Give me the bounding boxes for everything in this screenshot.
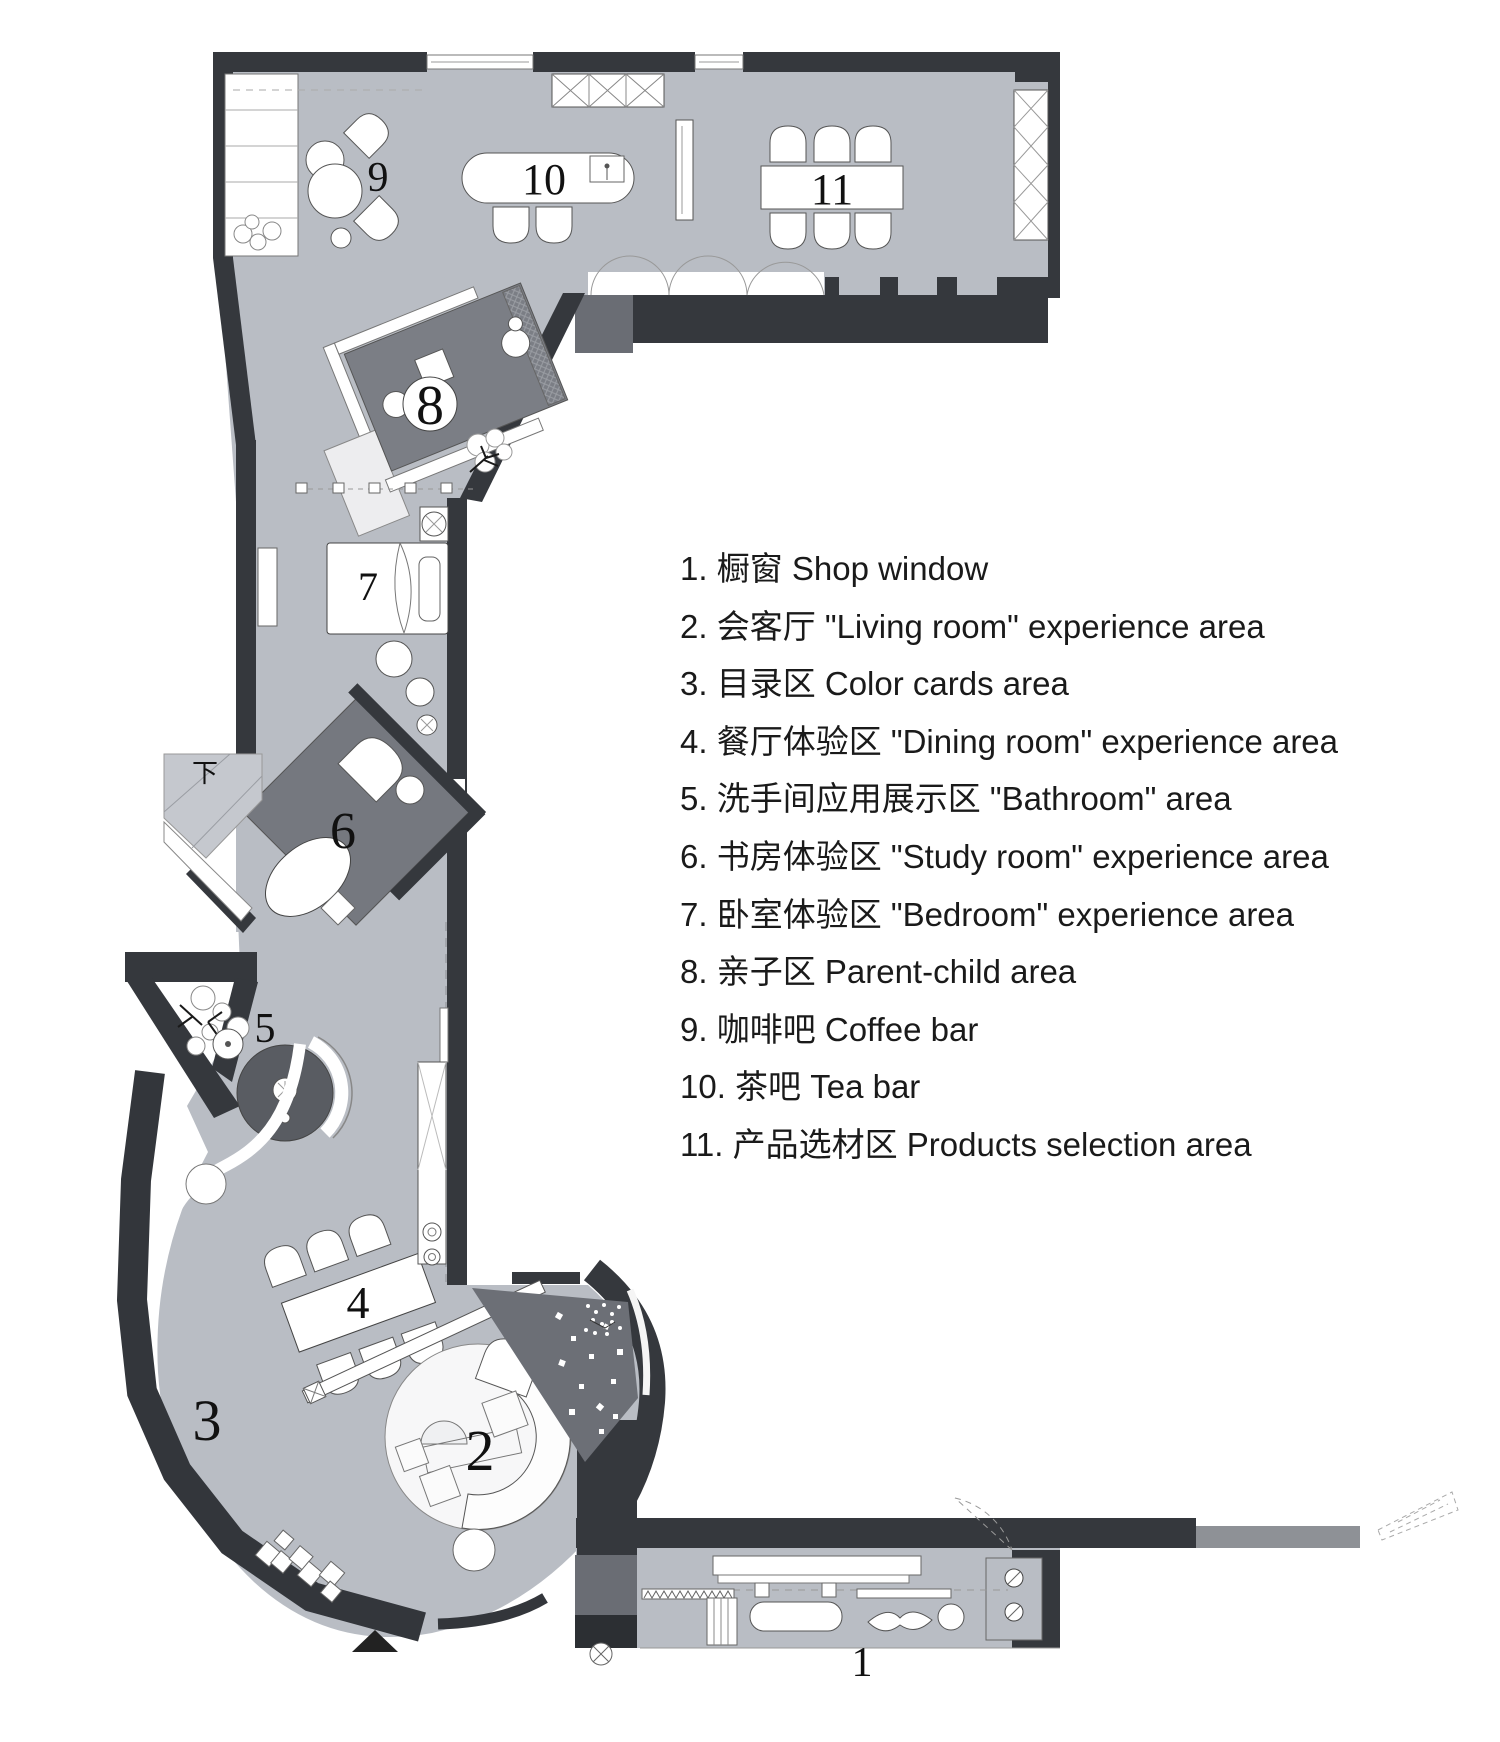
area-label-10: 10 [522,155,566,204]
dining-area [259,1209,546,1405]
legend-item-4: 4. 餐厅体验区 "Dining room" experience area [680,722,1339,760]
legend-item-3: 3. 目录区 Color cards area [680,665,1069,703]
shelf-strip-right [1013,89,1049,241]
display-bench [301,1279,546,1405]
display-arcs [588,272,824,295]
entrance-stairs [163,753,263,922]
blanket [394,542,412,634]
legend-item-10: 10. 茶吧 Tea bar [680,1068,921,1106]
column [185,1163,227,1205]
area-label-5: 5 [255,1006,276,1052]
plant-sketch [233,214,282,251]
area-label-6: 6 [330,803,356,860]
shelving-column [224,73,299,257]
gravel-garden [472,1288,651,1462]
area-label-9: 9 [368,155,389,201]
ramp-symbol [1377,1491,1459,1541]
legend-item-8: 8. 亲子区 Parent-child area [680,953,1077,991]
legend-item-11: 11. 产品选材区 Products selection area [680,1125,1252,1163]
wardrobe [257,547,278,627]
bathroom-area [164,985,353,1224]
stairs-down-label: 下 [192,758,218,788]
panel [675,119,694,221]
area-label-11: 11 [811,165,853,214]
shop-window-strip [589,1491,1459,1666]
area-label-3: 3 [193,1388,222,1453]
products-selection-furniture [760,125,904,250]
area-label-2: 2 [466,1418,495,1483]
coffee-bar-furniture [305,106,406,249]
legend-item-5: 5. 洗手间应用展示区 "Bathroom" area [680,780,1232,818]
pillow [418,556,441,622]
area-label-7: 7 [358,564,378,609]
legend-item-1: 1. 橱窗 Shop window [680,550,989,587]
legend-item-7: 7. 卧室体验区 "Bedroom" experience area [680,895,1295,933]
area-label-4: 4 [347,1277,370,1328]
tea-bar-furniture [461,119,694,244]
door-swing [954,1497,1013,1551]
kitchen-counter [417,1061,447,1266]
legend-item-2: 2. 会客厅 "Living room" experience area [680,607,1265,645]
study-area [242,683,487,926]
bed [326,542,449,635]
bedroom-furniture [257,506,449,736]
area-label-8: 8 [416,375,444,437]
living-room-area [384,1331,572,1572]
area-labels: 1 2 3 4 5 6 7 8 9 10 11 下 [192,155,873,1686]
plants [177,985,250,1056]
legend: 1. 橱窗 Shop window 2. 会客厅 "Living room" e… [680,540,1338,1174]
bench [749,1601,843,1632]
tree-icon [466,428,513,473]
area-label-1: 1 [852,1640,873,1686]
leaf-seat [867,1611,933,1632]
curved-partition [164,1043,306,1224]
legend-item-6: 6. 书房体验区 "Study room" experience area [680,837,1329,875]
legend-item-9: 9. 咖啡吧 Coffee bar [680,1010,979,1048]
parent-child-area [295,282,569,537]
color-card-squares [254,1529,346,1603]
